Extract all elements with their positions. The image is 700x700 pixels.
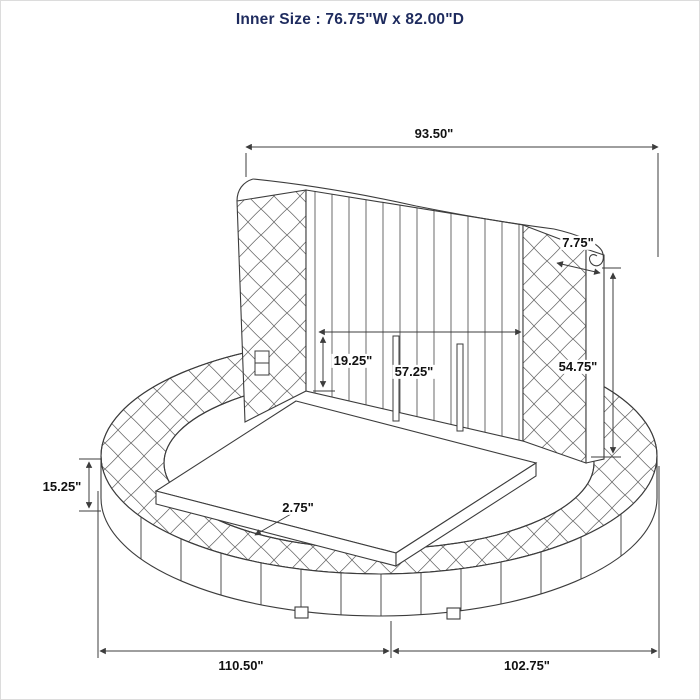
dim-side-rail-height-label: 15.25"	[40, 478, 84, 495]
dim-platform-height-label: 19.25"	[331, 352, 375, 369]
support-leg	[456, 343, 464, 432]
dim-platform-thickness-leader	[254, 513, 292, 536]
headboard-center-panel	[305, 189, 524, 442]
dim-top-width-label: 93.50"	[412, 125, 456, 142]
dim-scroll-depth-label: 7.75"	[560, 234, 596, 251]
dimension-lines	[79, 143, 660, 658]
dim-headboard-height-label: 54.75"	[556, 358, 600, 375]
platform-front-right-face	[395, 461, 537, 568]
dim-bottom-left-width-label: 110.50"	[216, 657, 266, 674]
headboard-top-edge	[252, 178, 555, 230]
inner-size-title: Inner Size : 76.75"W x 82.00"D	[235, 11, 465, 28]
mattress-platform	[154, 400, 538, 568]
side-wall-seams	[140, 514, 622, 616]
bed-foot	[294, 606, 309, 619]
headboard-left-wing	[236, 189, 307, 423]
base-side-wall	[100, 455, 658, 617]
dim-inner-width-label: 57.25"	[392, 363, 436, 380]
dim-scroll-depth-line	[556, 261, 601, 275]
headboard-right-wing	[522, 224, 587, 464]
headboard-scroll-edge	[585, 248, 605, 464]
dim-platform-thickness-label: 2.75"	[280, 499, 316, 516]
headboard-top-left-curl	[236, 178, 254, 202]
bed-foot	[446, 607, 461, 620]
dim-bottom-right-width-label: 102.75"	[502, 657, 552, 674]
